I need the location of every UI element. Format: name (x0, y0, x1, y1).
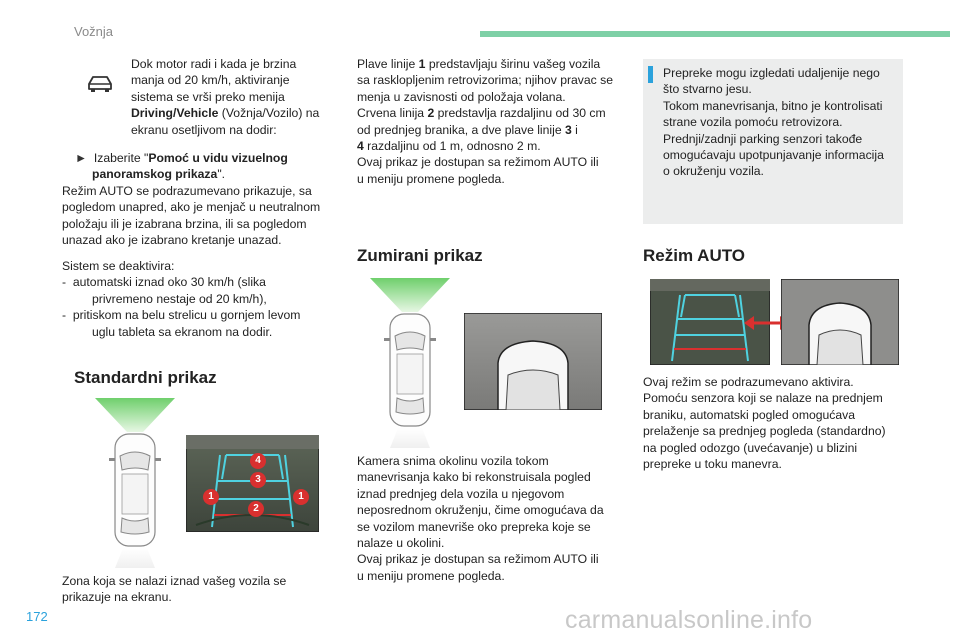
auto-top-view-screen (780, 278, 900, 366)
marker-3: 3 (250, 472, 266, 488)
intro-paragraph: Dok motor radi i kada je brzina manja od… (131, 57, 320, 137)
marker-4: 4 (250, 453, 266, 469)
deactivate-list: Sistem se deaktivira: - automatski iznad… (62, 259, 301, 339)
page-number: 172 (26, 609, 48, 624)
zoom-camera-screen (463, 312, 603, 411)
car-top-view-standard (95, 398, 175, 568)
guide-lines-paragraph: Plave linije 1 predstavljaju širinu vaše… (357, 57, 614, 186)
standard-camera-screen: 4 3 1 1 2 (185, 434, 320, 533)
info-icon (648, 66, 653, 83)
header-accent-bar (480, 31, 950, 37)
auto-mode-paragraph: Ovaj režim se podrazumevano aktivira. Po… (643, 375, 886, 472)
info-box (643, 59, 903, 224)
standard-view-heading: Standardni prikaz (74, 368, 217, 387)
standard-caption: Zona koja se nalazi iznad vašeg vozila s… (62, 574, 287, 605)
info-text: Prepreke mogu izgledati udaljenije nego … (663, 66, 884, 179)
auto-mode-heading: Režim AUTO (643, 246, 746, 265)
marker-2: 2 (248, 501, 264, 517)
chapter-title: Vožnja (74, 24, 114, 39)
watermark: carmanualsonline.info (565, 606, 813, 634)
select-instruction: ► Izaberite "Pomoć u vidu vizuelnog pano… (75, 151, 288, 182)
marker-1-left: 1 (203, 489, 219, 505)
arrow-bullet-icon: ► (75, 151, 88, 165)
marker-1-right: 1 (293, 489, 309, 505)
zoom-paragraph: Kamera snima okolinu vozila tokom manevr… (357, 454, 604, 583)
auto-default-paragraph: Režim AUTO se podrazumevano prikazuje, s… (62, 184, 321, 248)
car-top-view-zoom (370, 278, 450, 448)
zoom-view-heading: Zumirani prikaz (357, 246, 483, 265)
car-screen-icon (85, 72, 115, 94)
